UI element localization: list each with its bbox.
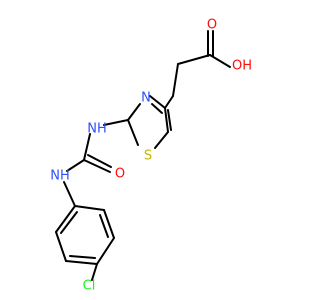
bond [164,95,174,109]
atom-nh-lower: NH [50,169,70,184]
bond [83,133,91,161]
atom-oh-acid: OH [232,59,252,74]
bond [209,54,231,68]
bond [127,103,141,121]
atom-s-thiazole: S [144,149,152,164]
bond [99,214,109,238]
bond [164,107,169,133]
bond [177,54,211,65]
bond-layer [55,30,231,281]
atom-o-urea: O [115,167,125,182]
atom-cl: Cl [83,279,96,294]
bond [69,255,96,259]
atom-n-thiazole: N [141,91,151,106]
bond [65,260,98,265]
bond [74,205,105,211]
bond [103,209,115,239]
bond [63,181,76,207]
bond [149,95,166,109]
atom-nh-upper: NH [87,122,107,137]
bond [91,263,98,281]
bond [154,131,169,149]
bond [167,109,172,131]
bond [55,205,76,233]
bond [60,211,78,234]
bond [172,63,179,97]
bond [96,237,115,265]
bond [66,159,85,172]
atom-label-layer: O OH N S NH O NH Cl [50,18,252,294]
atom-o-carbonyl-acid: O [207,18,217,33]
bond [151,103,163,114]
bond [87,154,112,168]
bond [55,231,67,262]
bond [83,159,111,173]
bond [127,119,139,146]
molecule-structure: O OH N S NH O NH Cl [50,18,252,294]
bond [103,119,129,126]
